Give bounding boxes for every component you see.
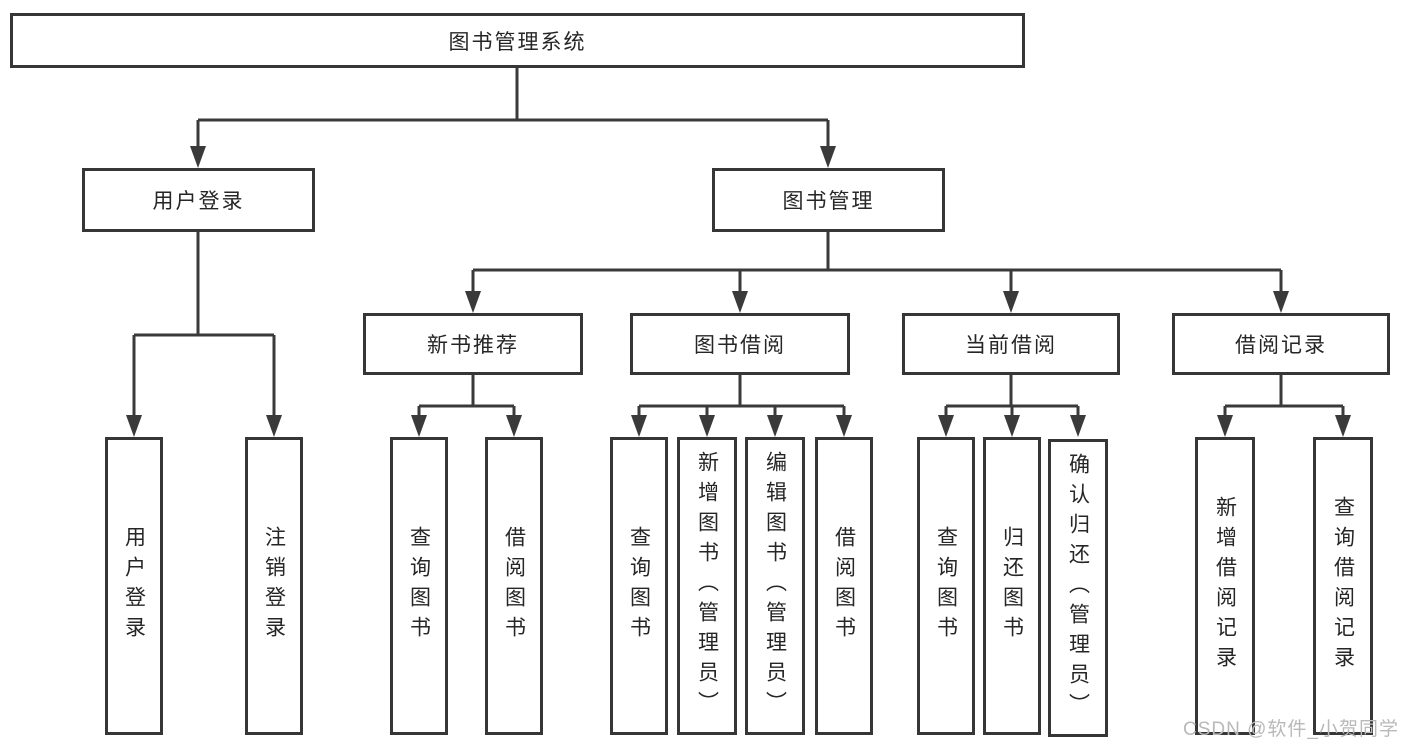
node-label: 编辑图书（管理员） (763, 451, 787, 721)
connector-borrow-children (631, 375, 852, 437)
leaf-query-books-3: 查询图书 (917, 437, 975, 735)
node-label: 当前借阅 (965, 334, 1057, 357)
leaf-edit-book-admin: 编辑图书（管理员） (745, 437, 805, 735)
connector-userlogin-children (126, 232, 282, 437)
node-book-borrow: 图书借阅 (630, 313, 850, 375)
node-label: 图书管理 (782, 190, 875, 213)
node-label: 用户登录 (152, 190, 245, 213)
leaf-add-book-admin: 新增图书（管理员） (677, 437, 737, 735)
connector-current-children (938, 375, 1086, 437)
node-label: 新增借阅记录 (1213, 496, 1237, 676)
node-label: 查询图书 (407, 526, 431, 646)
node-label: 图书管理系统 (448, 30, 587, 54)
node-current-borrow: 当前借阅 (902, 313, 1120, 375)
leaf-user-login: 用户登录 (105, 437, 163, 735)
node-label: 查询图书 (627, 526, 651, 646)
node-root: 图书管理系统 (10, 13, 1025, 68)
node-label: 查询借阅记录 (1331, 496, 1355, 676)
leaf-borrow-books-1: 借阅图书 (485, 437, 543, 735)
connector-root-to-level2 (190, 68, 836, 168)
connector-bookmgmt-to-level3 (465, 232, 1289, 313)
node-label: 注销登录 (262, 526, 286, 646)
leaf-borrow-books-2: 借阅图书 (815, 437, 873, 735)
node-label: 借阅图书 (832, 526, 856, 646)
node-label: 借阅记录 (1235, 334, 1327, 357)
node-user-login: 用户登录 (82, 168, 315, 232)
node-label: 用户登录 (122, 526, 146, 646)
csdn-watermark: CSDN @软件_小贺同学 (1183, 719, 1399, 740)
leaf-query-books-2: 查询图书 (610, 437, 668, 735)
node-borrow-records: 借阅记录 (1172, 313, 1390, 375)
node-label: 借阅图书 (502, 526, 526, 646)
leaf-logout: 注销登录 (245, 437, 303, 735)
node-label: 确认归还（管理员） (1066, 453, 1090, 723)
connector-records-children (1217, 375, 1351, 437)
node-new-book-recommend: 新书推荐 (363, 313, 583, 375)
leaf-query-borrow-record: 查询借阅记录 (1313, 437, 1373, 735)
connector-newbook-children (411, 375, 522, 437)
leaf-query-books-1: 查询图书 (390, 437, 448, 735)
node-book-management: 图书管理 (712, 168, 945, 232)
node-label: 归还图书 (1000, 526, 1024, 646)
leaf-return-books: 归还图书 (983, 437, 1041, 735)
node-label: 图书借阅 (694, 334, 786, 357)
leaf-add-borrow-record: 新增借阅记录 (1195, 437, 1255, 735)
node-label: 新增图书（管理员） (695, 451, 719, 721)
node-label: 查询图书 (934, 526, 958, 646)
node-label: 新书推荐 (427, 334, 519, 357)
leaf-confirm-return-admin: 确认归还（管理员） (1048, 439, 1108, 737)
